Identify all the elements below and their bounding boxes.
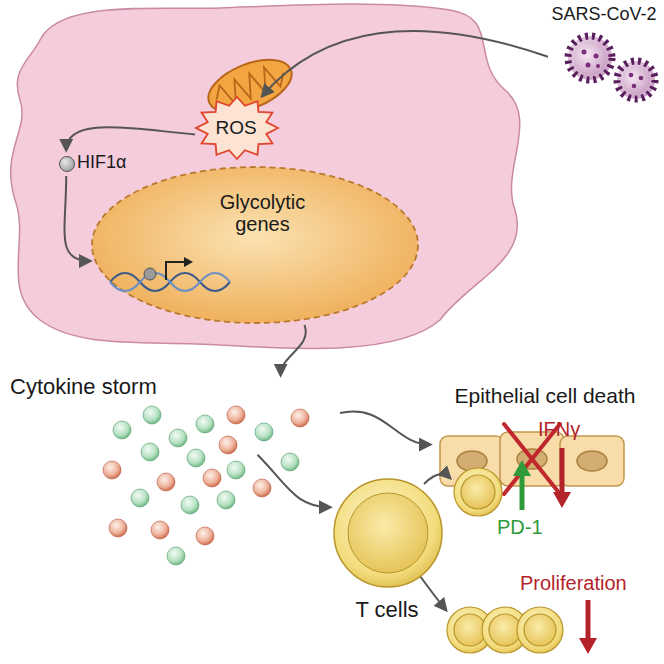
virus-particle (594, 54, 599, 59)
t-cell-small (461, 475, 495, 509)
nucleus: Glycolytic genes (90, 165, 420, 325)
flow-arrow (262, 31, 548, 96)
t-cell-nucleus (348, 493, 428, 573)
virus-particle (617, 61, 655, 99)
cytokine-dots (169, 429, 187, 447)
hif1a-factor: HIF1α (55, 150, 157, 176)
t-cells-proliferating (489, 614, 521, 646)
t-cell-small (454, 468, 502, 516)
cytokine-dots (181, 496, 199, 514)
flow-arrow (258, 455, 331, 507)
cytokine-dots (143, 406, 161, 424)
ifn-down-arrow (553, 492, 571, 508)
cytokine-dots (109, 519, 127, 537)
pd1-up-arrow (513, 460, 531, 476)
dna-helix (110, 273, 230, 291)
flow-arrow (66, 127, 195, 150)
virus-particle (568, 36, 612, 80)
transcription-start (166, 262, 186, 280)
proliferation-down-arrow (586, 600, 591, 640)
cytokine-dots (196, 527, 214, 545)
cytokine-dots (217, 491, 235, 509)
virus-particle (629, 73, 634, 78)
cytokine-label: IFNγ (538, 418, 580, 440)
cytokine-dots (281, 453, 299, 471)
virus-particle (568, 36, 612, 80)
virus-particle (582, 50, 587, 55)
t-cell: T cells (330, 476, 446, 632)
pd1-up-arrow (520, 474, 525, 510)
virus-particle (573, 41, 607, 75)
cytokine-dots (157, 473, 175, 491)
t-cells-proliferating (524, 614, 556, 646)
flow-arrow (281, 325, 306, 375)
node-text: SARS-CoV-2 (548, 4, 660, 24)
cell-body (11, 4, 520, 348)
ifn-down-arrow (560, 448, 565, 494)
node-text: Cytokine storm (10, 375, 210, 400)
nucleus-outline (92, 167, 418, 323)
t-cells-proliferating (517, 607, 563, 653)
node-text: Epithelial cell death (430, 384, 660, 408)
t-cells-proliferating (447, 607, 563, 653)
virus-particle (639, 76, 644, 81)
nucleus-shape (90, 165, 420, 325)
epithelial-cells (560, 436, 624, 486)
virus-group: SARS-CoV-2 (548, 4, 662, 100)
ros-star: ROS (195, 96, 279, 160)
dna-helix (110, 273, 230, 291)
cytokine-dots (255, 423, 273, 441)
cytokine-dots (141, 443, 159, 461)
cytokine-dots (103, 461, 121, 479)
cytokine-dots (131, 489, 149, 507)
cytokine-storm: Cytokine storm (10, 375, 340, 565)
epithelial-cells (577, 451, 607, 471)
hif1a-dot (59, 156, 75, 172)
arrow-line (424, 474, 450, 484)
cytokine-dots (113, 421, 131, 439)
cytokine-dots (227, 461, 245, 479)
cytokine-dots (203, 469, 221, 487)
virus-particle (617, 61, 655, 99)
transcription-start (184, 257, 193, 267)
node-text: ROS (195, 117, 277, 138)
virus-particle (622, 66, 650, 94)
cytokine-dots (219, 436, 237, 454)
transcription-start (144, 257, 193, 280)
pd1-up-arrow (513, 460, 531, 510)
flow-arrow (340, 411, 430, 444)
cytokine-dots (151, 521, 169, 539)
receptor-label: PD-1 (497, 516, 543, 538)
virus-particle (632, 84, 637, 89)
node-text: Glycolytic genes (200, 191, 325, 236)
t-cells-proliferating (454, 614, 486, 646)
node-text: HIF1α (77, 152, 155, 172)
node-text: T cells (330, 598, 444, 623)
cytokine-dots (187, 449, 205, 467)
arrow-line (420, 576, 446, 610)
ifn-down-arrow (553, 448, 571, 508)
flow-arrow (64, 176, 90, 261)
cytokine-dots (196, 415, 214, 433)
proliferation-down-arrow (579, 600, 597, 654)
proliferation-down-arrow (579, 638, 597, 654)
process-label: Proliferation (520, 572, 627, 594)
cytokine-dots (167, 547, 185, 565)
transcription-start (144, 268, 156, 280)
cytokine-dots (253, 479, 271, 497)
cytokine-dots (227, 406, 245, 424)
virus-particle (596, 64, 600, 68)
t-cell-membrane (334, 479, 442, 587)
virus-particle (586, 63, 591, 68)
cytokine-dots (103, 406, 309, 565)
cytokine-dots (291, 409, 309, 427)
t-cell-small (454, 468, 502, 516)
dna-helix (110, 273, 230, 291)
